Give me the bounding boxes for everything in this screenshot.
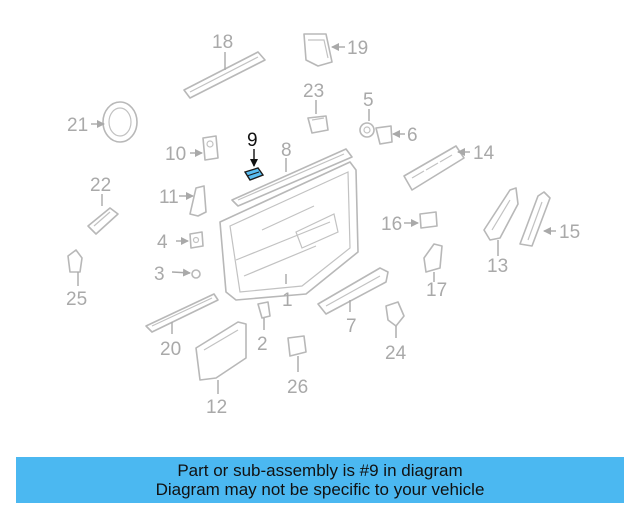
part-15-pillar-trim [519,191,556,247]
part-3-screw [171,268,201,279]
part-20-sill-strip [145,293,219,334]
callout-21: 21 [67,115,88,136]
part-19-mirror-cover [303,33,345,67]
callout-4: 4 [157,232,168,253]
callout-5: 5 [363,90,374,111]
callout-25: 25 [66,289,87,310]
part-12-panel [195,321,247,394]
part-2-clip [257,301,271,330]
callout-13: 13 [487,256,508,277]
callout-14: 14 [473,143,495,164]
callout-16: 16 [381,214,402,235]
callout-22: 22 [90,175,111,196]
callout-15: 15 [559,222,580,243]
info-banner: Part or sub-assembly is #9 in diagram Di… [16,457,624,503]
part-21-speaker-grille [91,101,138,143]
part-24-bracket [385,301,405,338]
callout-18: 18 [212,32,233,53]
part-16-clip [404,211,438,229]
part-4-clip [176,231,204,249]
callout-20: 20 [160,339,181,360]
callout-11: 11 [159,187,179,208]
part-23-clip [307,100,329,134]
banner-line-1: Part or sub-assembly is #9 in diagram [177,461,463,480]
callout-26: 26 [287,377,308,398]
part-7-armrest-trim [317,267,389,315]
banner-line-2: Diagram may not be specific to your vehi… [155,480,485,499]
part-8-belt-molding [231,148,353,207]
part-26-clip [287,335,307,372]
part-9-highlighted [243,149,265,181]
part-14-switch-panel [403,145,470,191]
part-11-bracket [179,185,207,217]
part-13-pillar-trim [483,187,519,256]
callout-23: 23 [303,81,324,102]
part-17-cover [423,243,443,282]
part-5-bolt [359,109,375,138]
callout-12: 12 [206,397,227,418]
part-25-bracket [67,249,83,286]
callout-3: 3 [154,264,165,285]
part-6-bracket [375,125,405,145]
parts-diagram: 1 2 3 4 5 6 7 8 9 10 11 12 13 14 15 16 1… [66,32,580,418]
callout-10: 10 [165,144,186,165]
callout-17: 17 [426,280,447,301]
callout-2: 2 [257,334,268,355]
callout-8: 8 [281,140,292,161]
part-18-trim-strip [183,51,266,99]
callout-9: 9 [247,130,258,151]
part-1-door-panel [219,161,359,301]
callout-6: 6 [407,125,418,146]
callout-24: 24 [385,343,407,364]
callout-1: 1 [282,290,293,311]
callout-19: 19 [347,38,368,59]
part-22-handle-insert [87,194,119,235]
part-10-clip [190,135,219,161]
callout-7: 7 [346,316,357,337]
